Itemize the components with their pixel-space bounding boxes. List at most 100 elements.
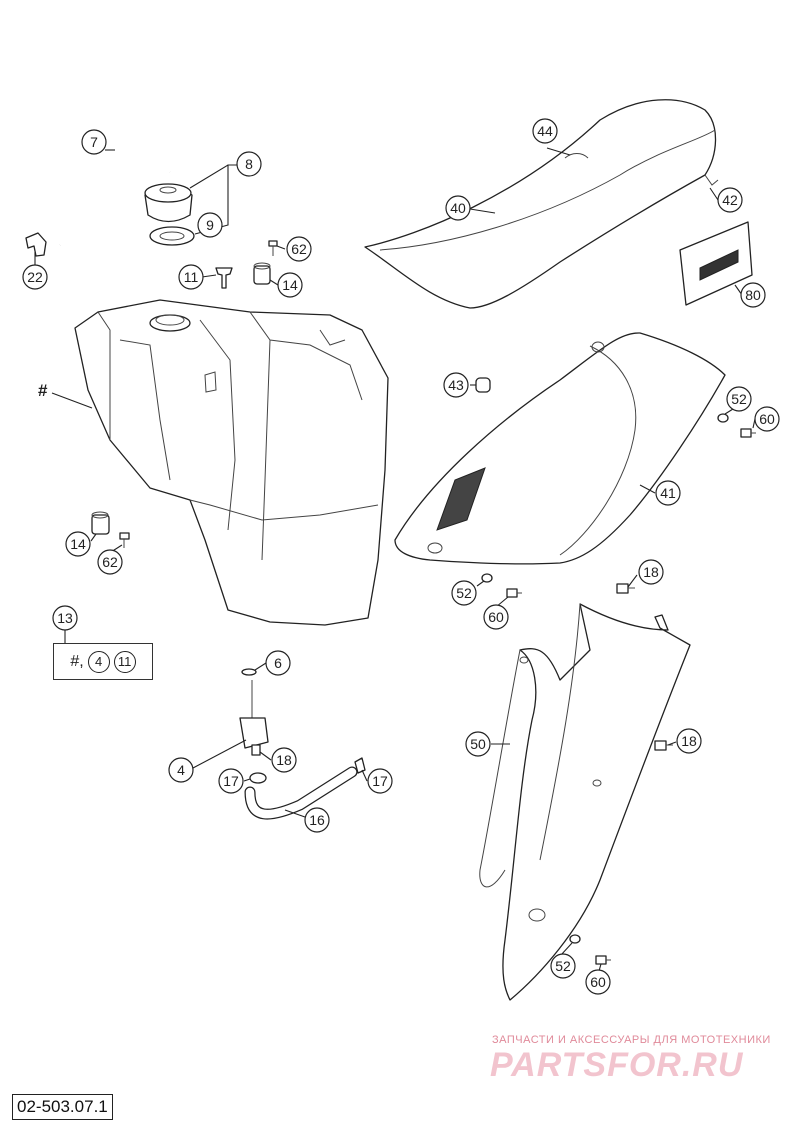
- callout-52-spoiler-label: 52: [555, 958, 571, 974]
- callout-60-panel-label: 60: [759, 411, 775, 427]
- callout-52-panel-label: 52: [731, 391, 747, 407]
- callout-18-tap-label: 18: [276, 752, 292, 768]
- callout-50: 50: [465, 731, 491, 757]
- callout-52-spoiler: 52: [550, 953, 576, 979]
- plug-11: [215, 267, 233, 289]
- hash-symbol: #: [38, 381, 48, 400]
- nut-52-lower: [481, 573, 493, 583]
- callout-8: 8: [236, 151, 262, 177]
- callout-42: 42: [717, 187, 743, 213]
- fuel-tap: [239, 680, 269, 756]
- callout-41-label: 41: [660, 485, 676, 501]
- callout-60-lower: 60: [483, 604, 509, 630]
- callout-7: 7: [81, 129, 107, 155]
- callout-17-left: 17: [218, 768, 244, 794]
- screw-62-bottom: [119, 532, 130, 548]
- callout-18-spoiler-label: 18: [681, 733, 697, 749]
- callout-9-label: 9: [206, 217, 214, 233]
- spacer-14-top: [253, 262, 271, 285]
- callout-44: 44: [532, 118, 558, 144]
- elbow-fitting: [25, 232, 47, 257]
- callout-17-right: 17: [367, 768, 393, 794]
- callout-52-lower-label: 52: [456, 585, 472, 601]
- figure-number: 02-503.07.1: [12, 1094, 113, 1120]
- callout-16-label: 16: [309, 812, 325, 828]
- callout-18-spoiler: 18: [676, 728, 702, 754]
- callout-18-upper: 18: [638, 559, 664, 585]
- callout-40: 40: [445, 195, 471, 221]
- cap-seal: [149, 226, 195, 246]
- callout-40-label: 40: [450, 200, 466, 216]
- fuel-hose-16: [244, 766, 358, 820]
- watermark-caption: ЗАПЧАСТИ И АКСЕССУАРЫ ДЛЯ МОТОТЕХНИКИ: [492, 1034, 771, 1046]
- kit-item-4: 4: [87, 650, 110, 673]
- callout-14-top-label: 14: [282, 277, 298, 293]
- grommet-43: [475, 377, 491, 393]
- callout-62-bottom-label: 62: [102, 554, 118, 570]
- callout-80: 80: [740, 282, 766, 308]
- callout-42-label: 42: [722, 192, 738, 208]
- watermark-logo: PARTSFOR.RU: [490, 1046, 744, 1084]
- hose-clamp-17-left: [249, 772, 267, 784]
- kit-contents-box: #, 4 11: [53, 643, 153, 680]
- callout-62-bottom: 62: [97, 549, 123, 575]
- callout-60-spoiler: 60: [585, 969, 611, 995]
- hose-clamp-17-right: [354, 757, 366, 774]
- screw-62-top: [268, 240, 278, 256]
- callout-18-upper-label: 18: [643, 564, 659, 580]
- nut-52-panel: [717, 413, 729, 423]
- callout-62-top: 62: [286, 236, 312, 262]
- nut-52-spoiler: [569, 934, 581, 944]
- callout-50-label: 50: [470, 736, 486, 752]
- fuel-filter-6: [241, 668, 257, 676]
- seat: [364, 99, 719, 309]
- callout-13: 13: [52, 605, 78, 631]
- vent-hose: [58, 146, 172, 246]
- callout-16: 16: [304, 807, 330, 833]
- tank-hash-label: #: [38, 381, 48, 400]
- callout-18-tap: 18: [271, 747, 297, 773]
- spoiler: [479, 603, 691, 1001]
- kit-item-11: 11: [113, 650, 136, 673]
- screw-18-spoiler: [654, 740, 673, 751]
- screw-18-upper: [616, 583, 635, 594]
- callout-52-lower: 52: [451, 580, 477, 606]
- callout-11-label: 11: [184, 269, 199, 285]
- callout-43-label: 43: [448, 377, 464, 393]
- callout-6-label: 6: [274, 655, 282, 671]
- side-panel: [394, 332, 726, 565]
- spacer-14-bottom: [91, 511, 110, 535]
- hash-leader: [51, 392, 93, 409]
- callout-14-bottom-label: 14: [70, 536, 86, 552]
- callout-14-bottom: 14: [65, 531, 91, 557]
- callout-60-panel: 60: [754, 406, 780, 432]
- callout-22: 22: [22, 264, 48, 290]
- callout-44-label: 44: [537, 123, 553, 139]
- callout-80-label: 80: [745, 287, 761, 303]
- kit-prefix: #,: [70, 652, 84, 670]
- callout-4-label: 4: [177, 762, 185, 778]
- callout-62-top-label: 62: [291, 241, 307, 257]
- callout-22-label: 22: [27, 269, 43, 285]
- callout-13-label: 13: [57, 610, 73, 626]
- fuel-tank: [74, 299, 389, 626]
- screw-60-lower: [506, 588, 522, 598]
- callout-60-spoiler-label: 60: [590, 974, 606, 990]
- callout-52-panel: 52: [726, 386, 752, 412]
- seat-sticker: [679, 221, 753, 306]
- callout-43: 43: [443, 372, 469, 398]
- callout-41: 41: [655, 480, 681, 506]
- callout-17-right-label: 17: [372, 773, 388, 789]
- callout-8-label: 8: [245, 156, 253, 172]
- callout-9: 9: [197, 212, 223, 238]
- callout-17-left-label: 17: [223, 773, 239, 789]
- screw-60-spoiler: [595, 955, 611, 965]
- callout-6: 6: [265, 650, 291, 676]
- callout-60-lower-label: 60: [488, 609, 504, 625]
- callout-7-label: 7: [90, 134, 98, 150]
- fuel-cap: [144, 183, 193, 223]
- callout-11: 11: [178, 264, 204, 290]
- callout-4: 4: [168, 757, 194, 783]
- callout-14-top: 14: [277, 272, 303, 298]
